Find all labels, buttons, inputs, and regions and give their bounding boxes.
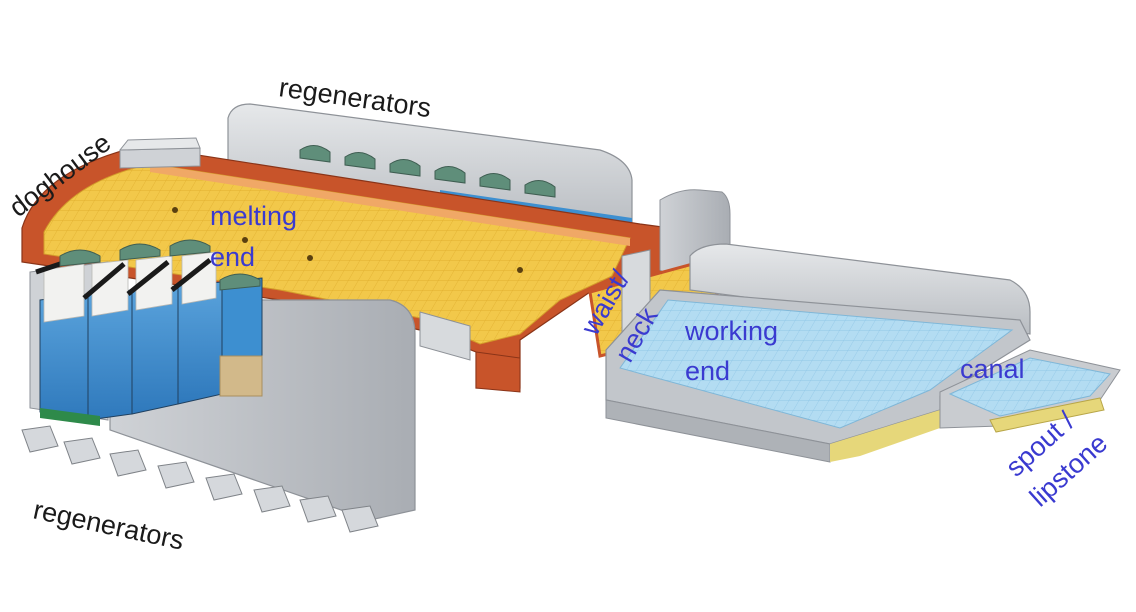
label-working-end-line2: end	[685, 356, 730, 386]
front-regenerator-block	[21, 239, 416, 533]
label-canal: canal	[960, 354, 1025, 384]
working-end-tank	[605, 243, 1031, 463]
label-melting-end-line1: melting	[210, 201, 297, 231]
doghouse	[118, 137, 201, 169]
melting-end-supports	[419, 311, 521, 393]
label-working-end-line1: working	[684, 316, 778, 346]
canal-and-spout	[939, 349, 1121, 433]
brick-patch	[219, 355, 263, 397]
label-melting-end-line2: end	[210, 242, 255, 272]
label-regenerators-bottom: regenerators	[31, 495, 187, 556]
